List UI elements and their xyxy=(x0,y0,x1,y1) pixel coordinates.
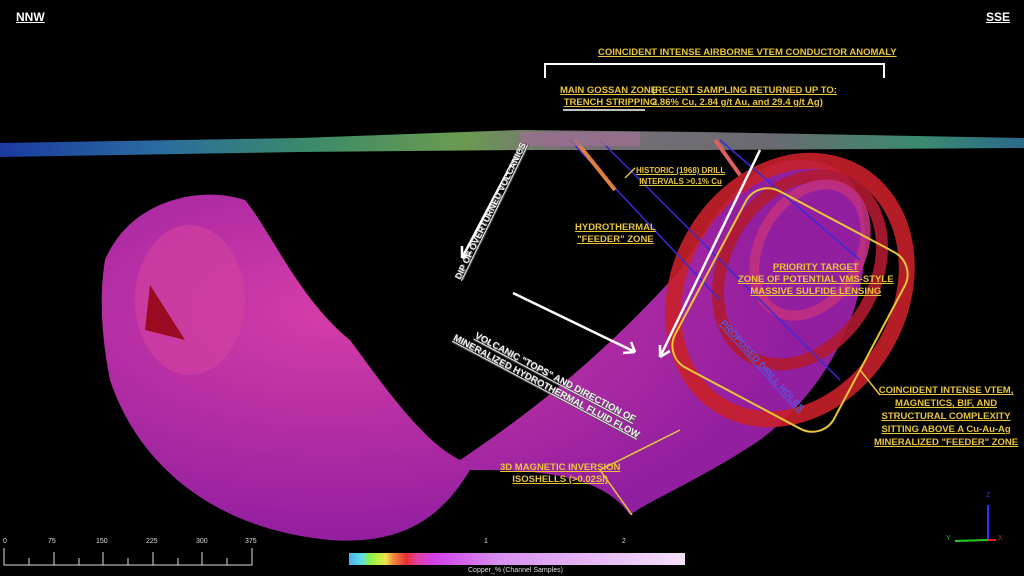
historic-label: HISTORIC (1968) DRILL INTERVALS >0.1% Cu xyxy=(636,165,725,187)
sampling-label: (RECENT SAMPLING RETURNED UP TO:2.86% Cu… xyxy=(652,85,837,109)
feeder-label: HYDROTHERMAL"FEEDER" ZONE xyxy=(575,222,656,246)
vtem-shell-inner xyxy=(749,179,871,321)
historic-drill-hole-2 xyxy=(713,138,742,177)
scale-bar xyxy=(3,548,253,566)
scale-tick: 225 xyxy=(146,538,158,545)
white-arrows xyxy=(460,147,762,359)
tops-arrow xyxy=(512,291,637,355)
magnetic-isoshell xyxy=(101,160,866,541)
feeder-line-1: HYDROTHERMAL xyxy=(575,222,656,233)
sampling-line-2: 2.86% Cu, 2.84 g/t Au, and 29.4 g/t Ag) xyxy=(652,97,823,108)
coincident-line-4: SITTING ABOVE A Cu-Au-Ag xyxy=(881,424,1011,435)
legend-tick: 2 xyxy=(622,538,626,545)
vtem-anomaly-label: COINCIDENT INTENSE AIRBORNE VTEM CONDUCT… xyxy=(598,47,897,58)
scale-tick: 0 xyxy=(3,538,7,545)
priority-target-box xyxy=(671,187,909,433)
priority-line-3: MASSIVE SULFIDE LENSING xyxy=(750,286,882,297)
scale-tick: 150 xyxy=(96,538,108,545)
priority-line-1: PRIORITY TARGET xyxy=(772,262,859,273)
historic-drill-hole-1 xyxy=(573,138,617,192)
axis-y-label: Y xyxy=(946,535,951,542)
priority-line-2: ZONE OF POTENTIAL VMS-STYLE xyxy=(738,274,894,285)
mag-line-1: 3D MAGNETIC INVERSION xyxy=(500,462,621,473)
leader-lines xyxy=(599,167,881,516)
legend-tick: 1 xyxy=(484,538,488,545)
dip-arrow xyxy=(460,147,522,260)
sampling-line-1: (RECENT SAMPLING RETURNED UP TO: xyxy=(652,85,837,96)
axis-x-label: X xyxy=(998,535,1003,542)
proposed-drill-hole-2 xyxy=(599,139,841,381)
scale-tick: 375 xyxy=(245,538,257,545)
axis-z-label: Z xyxy=(986,492,991,499)
coincident-label: COINCIDENT INTENSE VTEM, MAGNETICS, BIF, … xyxy=(874,384,1018,449)
vtem-bracket xyxy=(544,63,885,78)
feeder-line-2: "FEEDER" ZONE xyxy=(577,234,654,245)
isoshell-cut-face xyxy=(145,285,185,340)
proposed-drill-hole-3 xyxy=(719,139,861,261)
gossan-line-2: TRENCH STRIPPING xyxy=(563,97,658,108)
feeder-dip-arrow xyxy=(658,149,762,359)
coincident-line-1: COINCIDENT INTENSE VTEM, xyxy=(878,385,1014,396)
gossan-line-1: MAIN GOSSAN ZONE xyxy=(560,85,658,96)
vtem-shell-mid xyxy=(712,169,888,371)
scale-tick: 75 xyxy=(48,538,56,545)
channel-samples xyxy=(520,132,640,146)
topographic-surface xyxy=(0,130,1024,157)
coincident-line-5: MINERALIZED "FEEDER" ZONE xyxy=(874,437,1019,448)
copper-legend-bar xyxy=(349,553,685,565)
historic-line-2: INTERVALS >0.1% Cu xyxy=(639,177,722,186)
legend-title: Copper_% (Channel Samples) xyxy=(468,567,563,574)
scale-tick: 300 xyxy=(196,538,208,545)
historic-line-1: HISTORIC (1968) DRILL xyxy=(636,166,726,175)
mag-line-2: ISOSHELLS (>0.02SI) xyxy=(512,474,609,485)
isoshell-hole xyxy=(135,225,245,375)
direction-left: NNW xyxy=(16,10,45,24)
direction-right: SSE xyxy=(985,10,1010,24)
coincident-line-2: MAGNETICS, BIF, AND xyxy=(895,398,998,409)
coincident-line-3: STRUCTURAL COMPLEXITY xyxy=(881,411,1011,422)
